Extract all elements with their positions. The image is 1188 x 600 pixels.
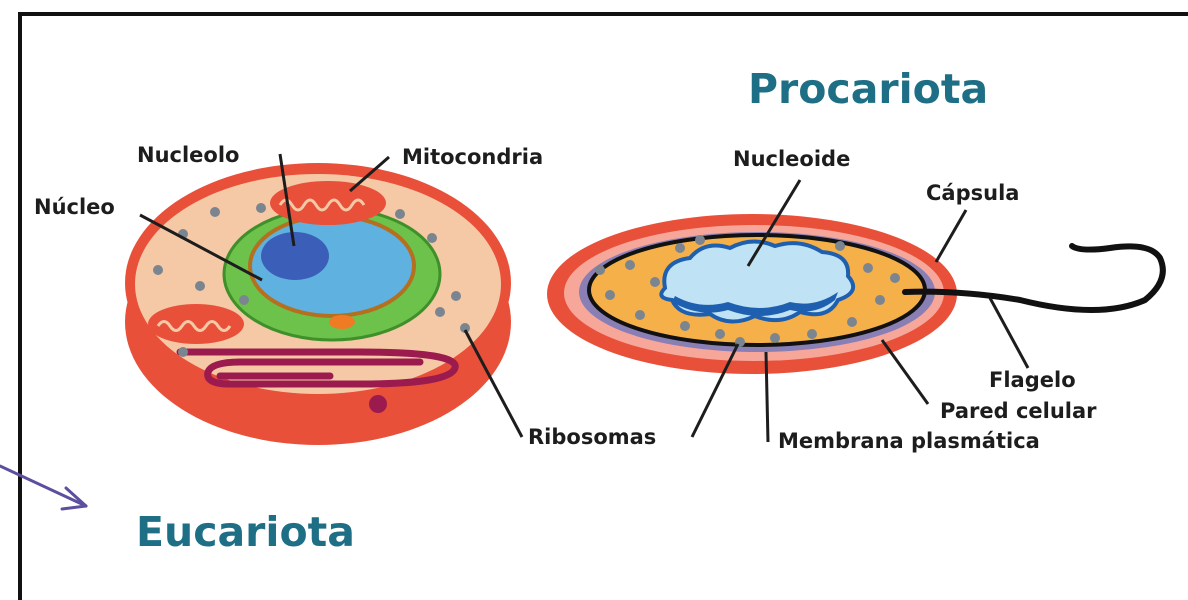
label-mitochondria: Mitocondria	[402, 145, 543, 169]
centriole	[329, 315, 355, 329]
nucleolus	[261, 232, 329, 280]
arrow-pointer	[0, 466, 86, 509]
title-prokaryote: Procariota	[748, 65, 988, 113]
mitochondrion-left	[148, 304, 244, 344]
label-ribosomes: Ribosomas	[528, 425, 656, 449]
title-eukaryote: Eucariota	[136, 508, 355, 556]
label-capsule: Cápsula	[926, 181, 1019, 205]
label-nucleoid: Nucleoide	[733, 147, 850, 171]
cell-wall-pointer	[882, 340, 928, 404]
label-nucleolus: Nucleolo	[137, 143, 239, 167]
plasma-membrane-pointer	[766, 352, 768, 442]
label-nucleus: Núcleo	[34, 195, 115, 219]
label-plasma-membrane: Membrana plasmática	[778, 429, 1040, 453]
prokaryote-cell	[547, 214, 1163, 374]
eukaryote-cell	[125, 154, 522, 445]
label-cell-wall: Pared celular	[940, 399, 1097, 423]
flagellum-pointer	[990, 298, 1028, 368]
label-flagellum: Flagelo	[989, 368, 1076, 392]
capsule-pointer	[936, 210, 966, 262]
